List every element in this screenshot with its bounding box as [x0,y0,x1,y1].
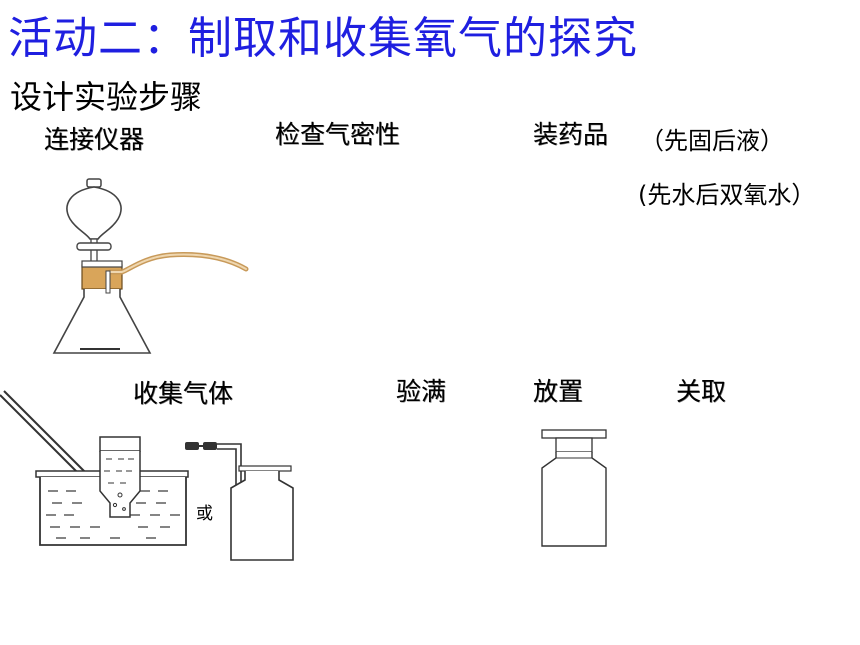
step-load-reagents: 装药品 [533,120,609,149]
reagent-bottle-illustration [541,429,607,547]
step-connect-apparatus: 连接仪器 [44,125,145,154]
step-test-full: 验满 [396,377,447,406]
or-label: 或 [196,504,213,524]
step-check-airtightness: 检查气密性 [275,120,401,149]
water-displacement-illustration [0,390,189,546]
step-close-remove: 关取 [676,377,727,406]
note-water-then-peroxide: (先水后双氧水） [638,181,816,209]
page-title: 活动二：制取和收集氧气的探究 [8,13,638,64]
air-displacement-illustration [185,442,294,561]
step-collect-gas: 收集气体 [133,379,234,408]
note-solid-then-liquid: （先固后液） [640,127,784,155]
step-place-bottle: 放置 [533,377,584,406]
section-subtitle: 设计实验步骤 [10,78,203,116]
generator-apparatus-illustration [52,178,249,354]
